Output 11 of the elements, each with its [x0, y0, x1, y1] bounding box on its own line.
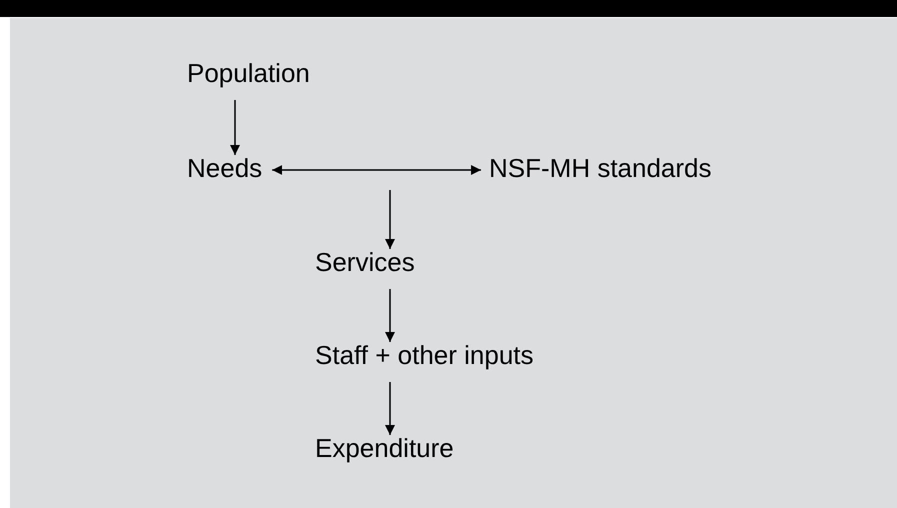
node-text: Staff + other inputs: [315, 340, 534, 370]
node-text: Population: [187, 58, 310, 88]
node-text: Services: [315, 247, 415, 277]
arrow: [385, 382, 395, 435]
node-text: Needs: [187, 153, 262, 183]
arrow: [272, 165, 481, 175]
arrow: [385, 190, 395, 249]
node-text: NSF-MH standards: [489, 153, 712, 183]
node-text: Expenditure: [315, 433, 454, 463]
arrow: [230, 100, 240, 155]
arrow: [385, 289, 395, 342]
